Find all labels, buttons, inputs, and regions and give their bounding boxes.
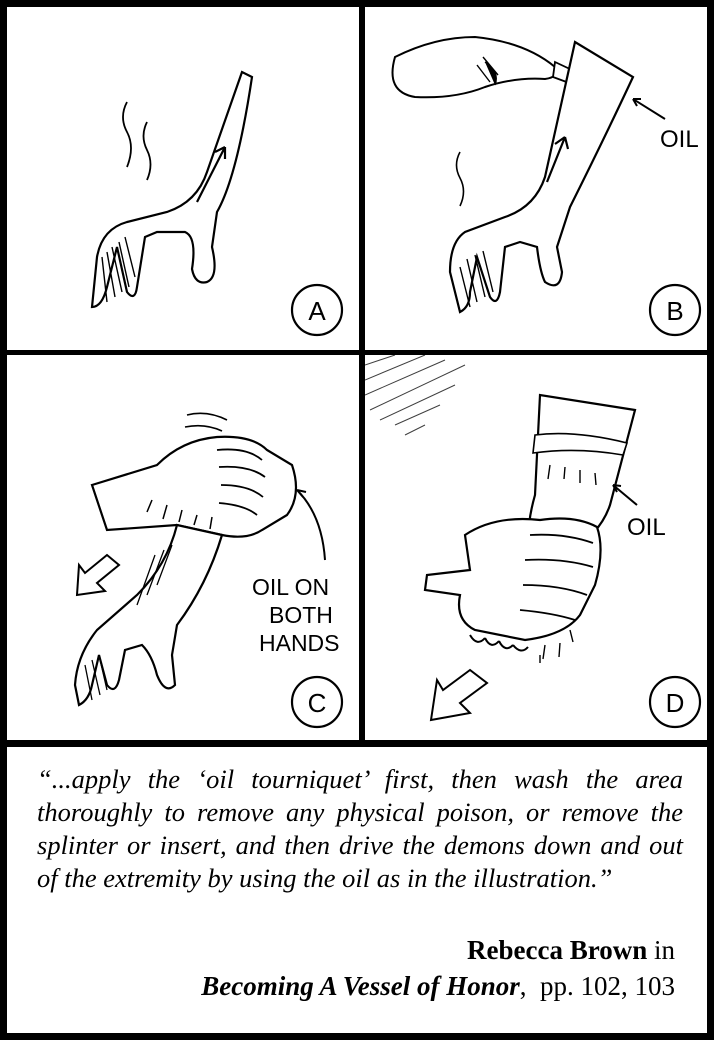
- down-arrow-d: [431, 670, 487, 720]
- motion-lines: [185, 413, 227, 431]
- down-arrow-c: [77, 555, 119, 595]
- oil-label-c-line3: HANDS: [259, 630, 340, 656]
- heat-lines-b: [457, 152, 464, 206]
- page-reference: , pp. 102, 103: [520, 971, 675, 1001]
- panel-a-drawing: A: [7, 7, 359, 350]
- badge-a: A: [308, 296, 326, 326]
- author-name: Rebecca Brown: [467, 935, 647, 965]
- oiling-hand: [393, 37, 557, 97]
- gripping-hand-d: [425, 519, 601, 640]
- panel-b-drawing: OIL B: [365, 7, 707, 350]
- arm-outline-c: [75, 525, 222, 705]
- panel-c: OIL ON BOTH HANDS C: [7, 355, 359, 740]
- panel-d: OIL D: [365, 355, 707, 740]
- author-connector: in: [647, 935, 675, 965]
- illustration-grid: A OIL B: [7, 7, 707, 740]
- oil-label-b: OIL: [660, 126, 699, 153]
- attribution-author-line: Rebecca Brown in: [467, 935, 675, 966]
- arm-outline: [92, 72, 252, 307]
- book-title: Becoming A Vessel of Honor: [201, 971, 520, 1001]
- badge-b: B: [666, 296, 683, 326]
- badge-d: D: [666, 688, 685, 718]
- vertical-divider: [359, 7, 365, 740]
- panel-b: OIL B: [365, 7, 707, 350]
- oil-label-c-line2: BOTH: [269, 602, 333, 628]
- oil-callout-arrow-d: [613, 485, 637, 505]
- caption-divider: [7, 740, 707, 747]
- oil-callout-arrow: [633, 99, 665, 119]
- panel-a: A: [7, 7, 359, 350]
- attribution-book-line: Becoming A Vessel of Honor, pp. 102, 103: [201, 971, 675, 1002]
- quote-text: “...apply the ‘oil tourniquet’ first, th…: [37, 763, 683, 895]
- heat-lines: [123, 102, 151, 180]
- oil-label-d: OIL: [627, 514, 666, 541]
- oil-label-c-line1: OIL ON: [252, 574, 329, 600]
- badge-c: C: [308, 688, 327, 718]
- panel-c-drawing: OIL ON BOTH HANDS C: [7, 355, 359, 740]
- panel-d-drawing: OIL D: [365, 355, 707, 740]
- oil-callout-arrow-c: [297, 490, 325, 560]
- gripping-hands: [92, 437, 296, 537]
- horizontal-divider: [7, 350, 707, 355]
- corner-hatching: [365, 355, 465, 435]
